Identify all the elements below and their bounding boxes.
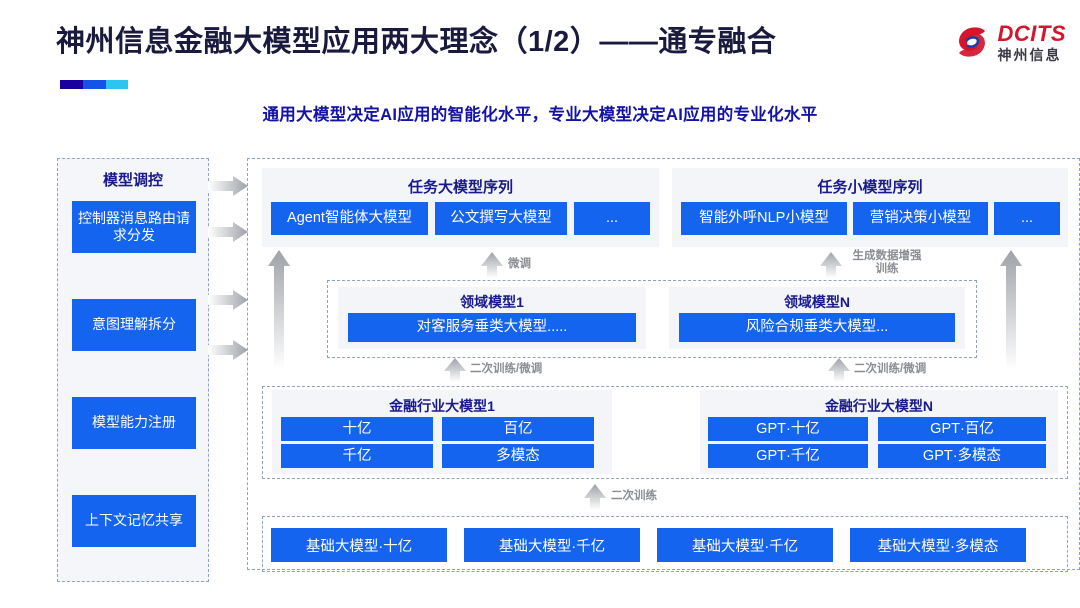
industry-model-1-title: 金融行业大模型1 xyxy=(389,398,495,414)
domain-model-n-chip[interactable]: 风险合规垂类大模型... xyxy=(679,313,955,342)
industry-1-cell-baiyi[interactable]: 百亿 xyxy=(442,417,594,441)
flow-label-retrain-finetune-left: 二次训练/微调 xyxy=(470,363,543,375)
logo-text-cn: 神州信息 xyxy=(997,46,1062,63)
accent-segment-3 xyxy=(105,80,128,89)
task-large-model-group: 任务大模型序列 Agent智能体大模型 公文撰写大模型 ... xyxy=(262,168,659,247)
flow-arrow-right-2 xyxy=(208,222,248,242)
base-model-multimodal[interactable]: 基础大模型·多模态 xyxy=(850,528,1026,562)
base-model-qianyi-2[interactable]: 基础大模型·千亿 xyxy=(657,528,833,562)
model-chip-marketing-decision[interactable]: 营销决策小模型 xyxy=(853,202,988,235)
flow-arrow-up-retrain-right xyxy=(828,358,850,387)
flow-arrow-up-right-tall xyxy=(1000,250,1022,375)
industry-model-frame xyxy=(262,386,1068,479)
domain-model-1-title: 领域模型1 xyxy=(460,294,524,310)
industry-model-n-title: 金融行业大模型N xyxy=(824,398,934,414)
model-chip-document-writing[interactable]: 公文撰写大模型 xyxy=(435,202,567,235)
sidebar-item-model-capability-registry[interactable]: 模型能力注册 xyxy=(72,397,196,449)
industry-1-cell-shiyi[interactable]: 十亿 xyxy=(281,417,433,441)
industry-n-cell-gpt-baiyi[interactable]: GPT·百亿 xyxy=(878,417,1046,441)
accent-segment-2 xyxy=(83,80,106,89)
flow-label-retrain: 二次训练 xyxy=(611,490,657,502)
domain-model-frame xyxy=(327,280,977,358)
model-chip-more-small[interactable]: ... xyxy=(994,202,1060,235)
domain-model-n-title: 领域模型N xyxy=(783,294,851,310)
sidebar-panel: 模型调控 控制器消息路由请求分发 意图理解拆分 模型能力注册 上下文记忆共享 xyxy=(57,158,209,582)
model-chip-outbound-nlp[interactable]: 智能外呼NLP小模型 xyxy=(681,202,847,235)
sidebar-item-controller-routing[interactable]: 控制器消息路由请求分发 xyxy=(72,201,196,253)
flow-arrow-right-3 xyxy=(208,290,248,310)
industry-model-1-panel: 金融行业大模型1 十亿 百亿 千亿 多模态 xyxy=(272,390,612,474)
base-model-frame xyxy=(262,516,1068,572)
company-logo: DCITS 神州信息 xyxy=(952,22,1067,62)
domain-model-n-panel: 领域模型N 风险合规垂类大模型... xyxy=(669,287,965,349)
flow-label-finetune: 微调 xyxy=(508,258,531,270)
flow-arrow-up-retrain xyxy=(584,484,606,515)
flow-arrow-up-left-tall xyxy=(268,250,290,375)
base-model-qianyi-1[interactable]: 基础大模型·千亿 xyxy=(464,528,640,562)
model-chip-more-large[interactable]: ... xyxy=(574,202,650,235)
logo-wordmark: DCITS 神州信息 xyxy=(997,20,1067,63)
industry-n-cell-gpt-qianyi[interactable]: GPT·千亿 xyxy=(708,444,868,468)
task-large-model-group-title: 任务大模型序列 xyxy=(407,179,513,196)
domain-model-1-chip[interactable]: 对客服务垂类大模型..... xyxy=(348,313,636,342)
logo-text-en: DCITS xyxy=(997,20,1066,46)
base-model-shiyi[interactable]: 基础大模型·十亿 xyxy=(271,528,447,562)
industry-n-cell-gpt-shiyi[interactable]: GPT·十亿 xyxy=(708,417,868,441)
flow-arrow-up-data-augment xyxy=(820,252,842,283)
flow-arrow-up-finetune xyxy=(481,252,503,283)
flow-arrow-right-1 xyxy=(208,176,248,196)
industry-n-cell-gpt-multimodal[interactable]: GPT·多模态 xyxy=(878,444,1046,468)
title-accent-bar xyxy=(60,80,128,89)
page-subtitle: 通用大模型决定AI应用的智能化水平，专业大模型决定AI应用的专业化水平 xyxy=(262,106,818,124)
domain-model-1-panel: 领域模型1 对客服务垂类大模型..... xyxy=(338,287,646,349)
industry-1-cell-qianyi[interactable]: 千亿 xyxy=(281,444,433,468)
flow-label-retrain-finetune-right: 二次训练/微调 xyxy=(854,363,927,375)
sidebar-item-context-memory-sharing[interactable]: 上下文记忆共享 xyxy=(72,495,196,547)
task-small-model-group-title: 任务小模型序列 xyxy=(817,179,923,196)
industry-1-cell-multimodal[interactable]: 多模态 xyxy=(442,444,594,468)
sidebar-item-intent-understanding[interactable]: 意图理解拆分 xyxy=(72,299,196,351)
flow-arrow-right-4 xyxy=(208,340,248,360)
accent-segment-1 xyxy=(60,80,84,89)
industry-model-n-panel: 金融行业大模型N GPT·十亿 GPT·百亿 GPT·千亿 GPT·多模态 xyxy=(700,390,1058,474)
dcits-swirl-icon xyxy=(952,22,992,62)
page-title: 神州信息金融大模型应用两大理念（1/2）——通专融合 xyxy=(56,26,777,58)
model-chip-agent[interactable]: Agent智能体大模型 xyxy=(271,202,428,235)
sidebar-title: 模型调控 xyxy=(102,172,163,189)
flow-label-data-augment: 生成数据增强训练 xyxy=(852,250,922,276)
flow-arrow-up-retrain-left xyxy=(444,358,466,387)
task-small-model-group: 任务小模型序列 智能外呼NLP小模型 营销决策小模型 ... xyxy=(672,168,1068,247)
